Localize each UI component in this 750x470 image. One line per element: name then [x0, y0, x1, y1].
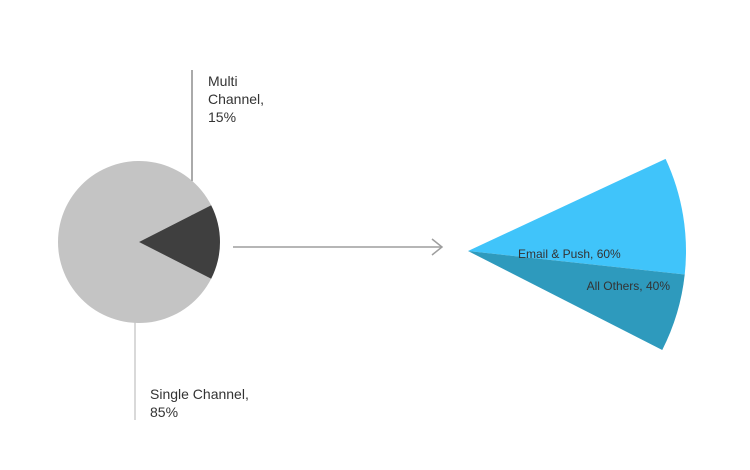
single-channel-label: Single Channel, 85%	[150, 385, 249, 421]
multi-channel-label-line: Multi	[208, 73, 238, 89]
multi-channel-label-line: 15%	[208, 109, 237, 125]
single-channel-label-line: 85%	[150, 404, 179, 420]
pie-slice-single-channel	[57, 161, 212, 323]
wedge-slice-email-push	[468, 158, 686, 275]
wedge-slice-all-others	[468, 251, 685, 350]
wedge-label-all-others: All Others, 40%	[587, 279, 671, 293]
single-channel-label-line: Single Channel,	[150, 386, 249, 402]
multi-channel-label-line: Channel,	[208, 91, 265, 107]
breakdown-arrow	[233, 238, 444, 256]
wedge-label-email-push: Email & Push, 60%	[518, 247, 621, 261]
multi-channel-label: Multi Channel, 15%	[208, 72, 264, 126]
channel-pie	[57, 161, 220, 323]
multi-channel-breakdown-wedge: Email & Push, 60% All Others, 40%	[468, 158, 686, 350]
pie-slice-multi-channel	[139, 205, 220, 279]
